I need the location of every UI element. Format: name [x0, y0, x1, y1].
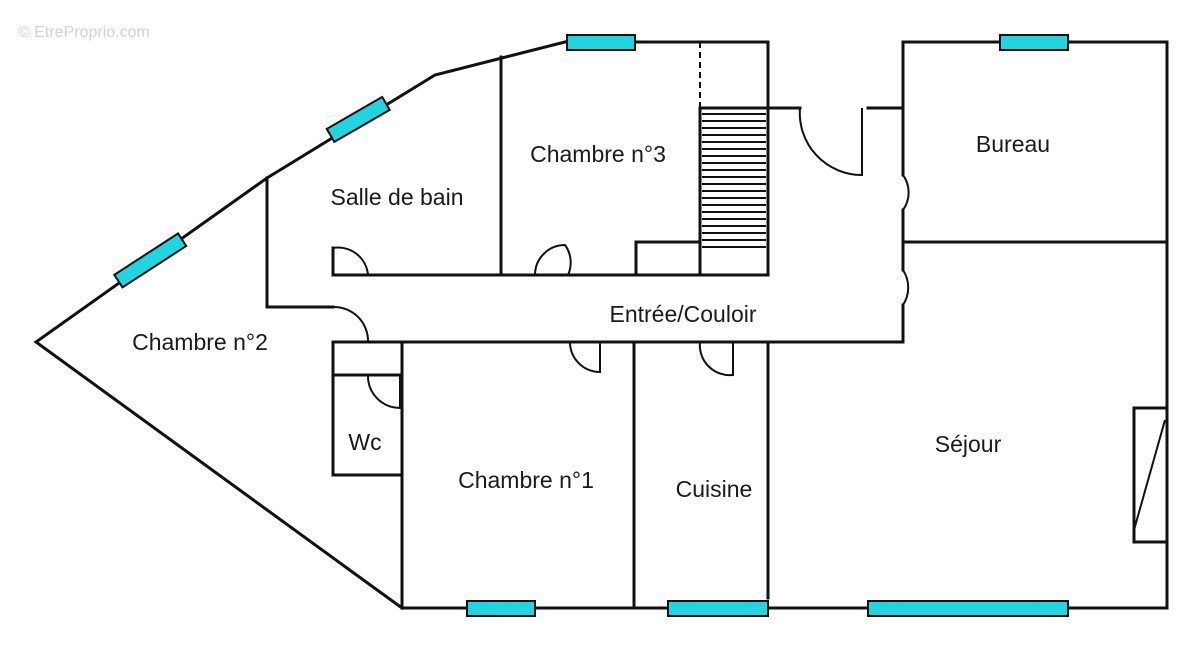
door-wc — [366, 374, 401, 410]
window-cuisine — [667, 600, 769, 617]
label-salle-de-bain: Salle de bain — [331, 184, 464, 210]
windows — [112, 34, 1069, 617]
doors — [332, 107, 910, 410]
label-sejour: Séjour — [935, 431, 1002, 457]
interior-walls — [265, 40, 1169, 610]
window-chambre3 — [566, 34, 636, 51]
label-cuisine: Cuisine — [676, 476, 753, 502]
door-chambre3 — [534, 243, 572, 276]
label-chambre3: Chambre n°3 — [530, 141, 666, 167]
room-labels: Chambre n°2 Salle de bain Chambre n°3 Bu… — [132, 131, 1050, 502]
window-chambre2 — [112, 232, 188, 289]
window-chambre1 — [466, 600, 536, 617]
outer-walls — [33, 40, 1169, 611]
door-salle-de-bain — [332, 246, 369, 276]
window-bureau — [999, 34, 1069, 51]
door-bureau — [902, 174, 910, 211]
label-entree: Entrée/Couloir — [609, 301, 756, 327]
watermark: © EtreProprio.com — [18, 24, 150, 41]
door-sejour — [902, 269, 910, 306]
door-entrance — [798, 107, 863, 177]
label-chambre2: Chambre n°2 — [132, 329, 268, 355]
label-wc: Wc — [348, 429, 381, 455]
label-bureau: Bureau — [976, 131, 1050, 157]
door-chambre1 — [569, 341, 601, 374]
window-salle-de-bain — [325, 95, 392, 144]
window-sejour — [867, 600, 1069, 617]
staircase — [702, 113, 766, 248]
door-chambre2 — [332, 305, 370, 343]
door-cuisine — [698, 341, 734, 377]
label-chambre1: Chambre n°1 — [458, 467, 594, 493]
